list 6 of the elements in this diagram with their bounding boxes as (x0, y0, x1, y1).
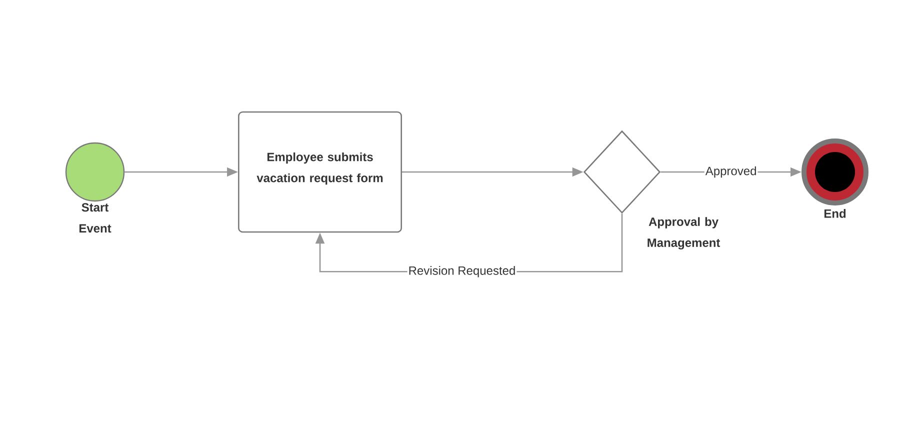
node-label: Start Event (79, 203, 112, 233)
edge-label: Revision Requested (409, 266, 515, 278)
task-box: Employee submits vacation request form (238, 111, 402, 233)
node-label: Approval by Management (648, 217, 720, 250)
node-label: End (824, 209, 846, 218)
edge-label: Approved (705, 166, 756, 178)
